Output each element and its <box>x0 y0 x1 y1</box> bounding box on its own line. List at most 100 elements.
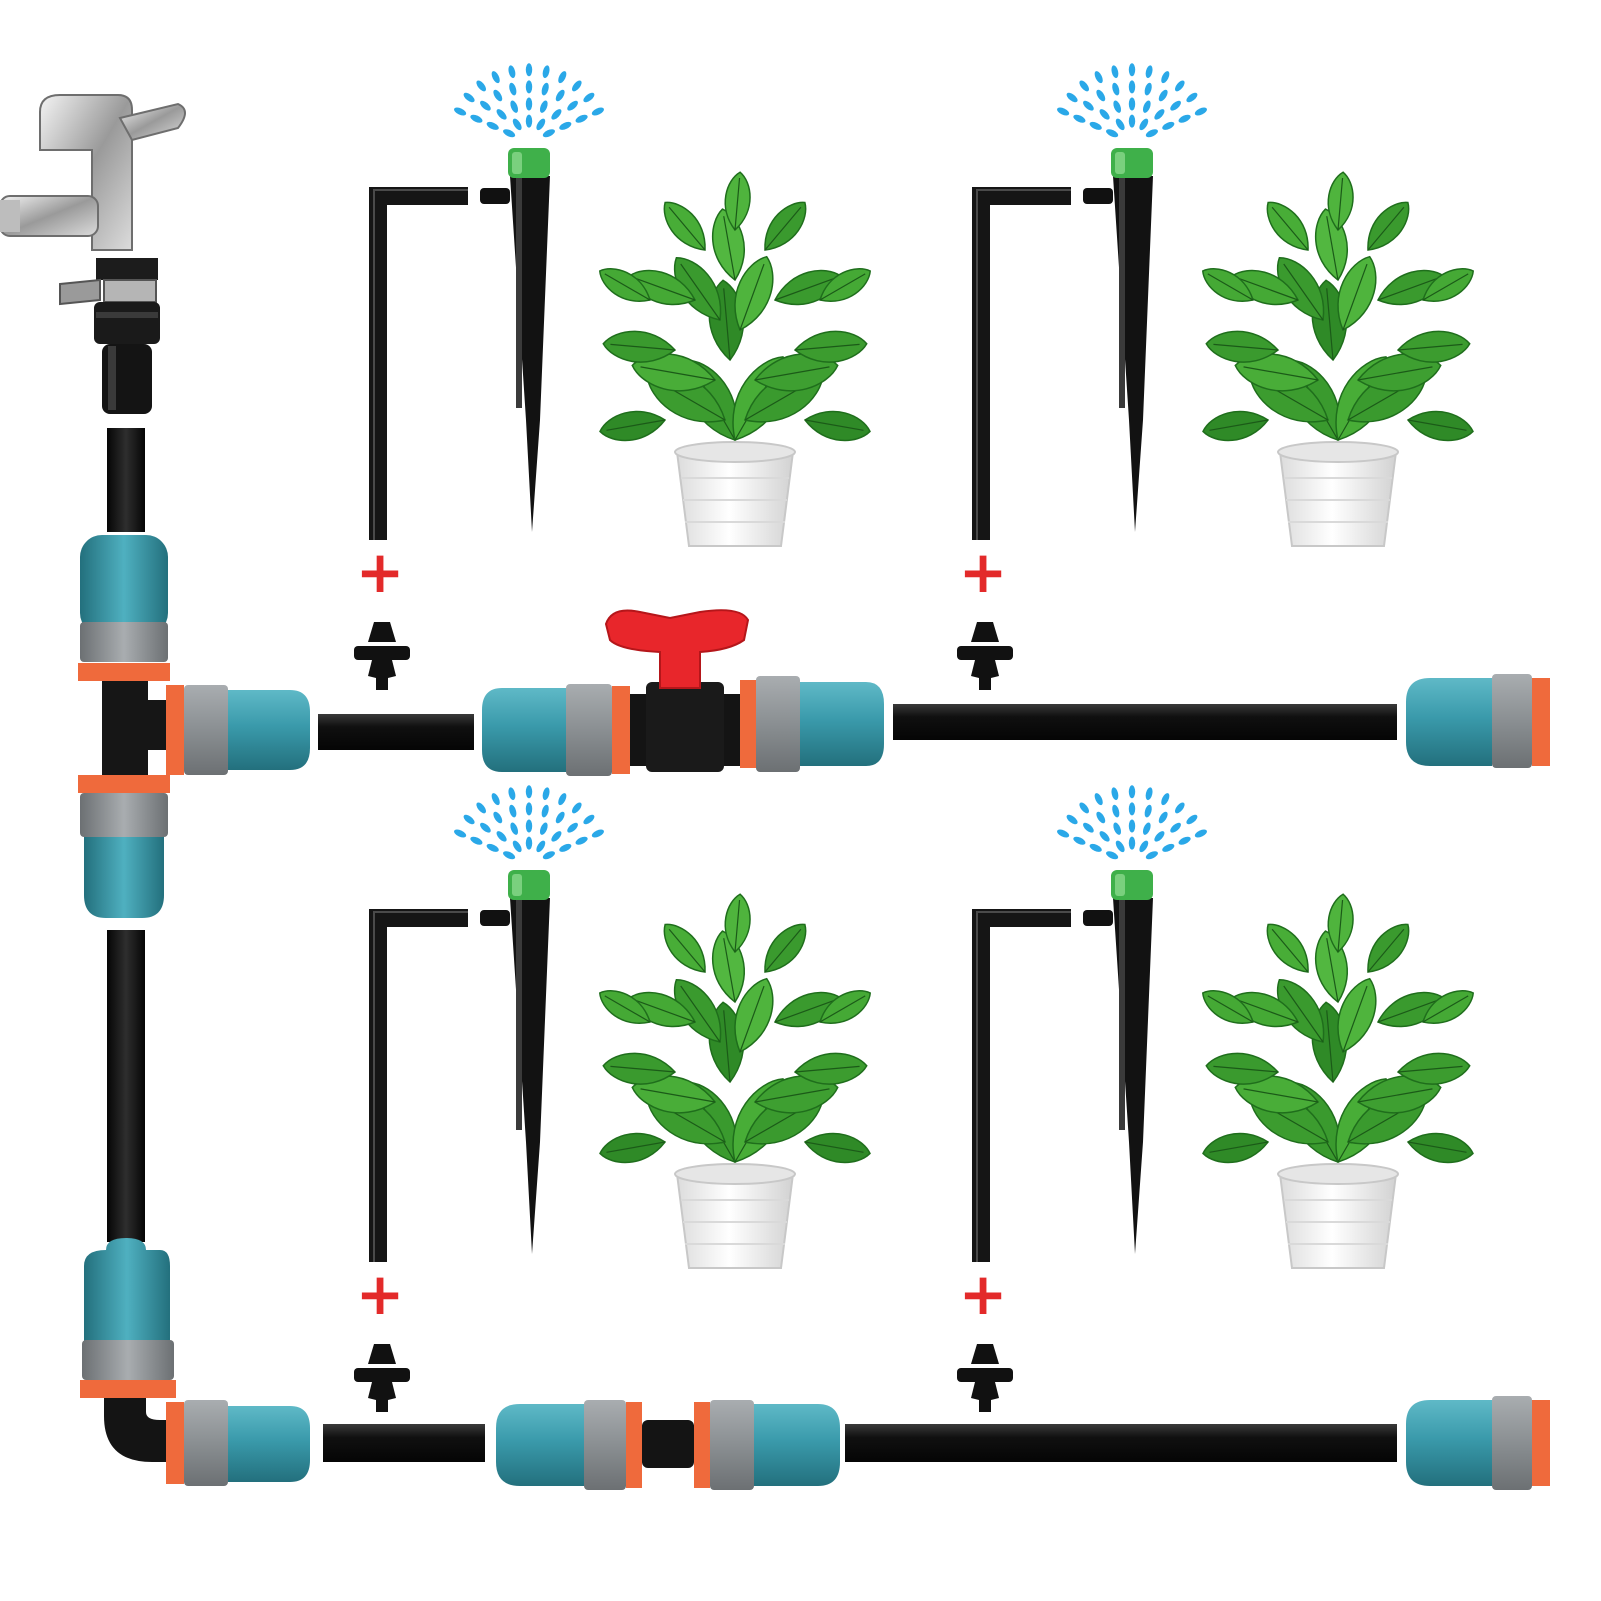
leaf-vein <box>1326 288 1334 361</box>
leaf-vein <box>1271 206 1309 251</box>
branch-pipe-upper-2 <box>893 704 1397 740</box>
sprinkler-head-highlight <box>512 152 522 174</box>
water-drop <box>1128 785 1136 799</box>
water-drop <box>575 836 588 845</box>
barbed-connector-icon <box>354 1344 410 1412</box>
sprinkler-stake-icon <box>1083 870 1153 1254</box>
water-drop <box>1178 114 1191 123</box>
water-drop <box>1112 804 1120 818</box>
barb-collar <box>354 1368 410 1382</box>
barb-bottom <box>971 660 999 690</box>
plus-icon: + <box>356 538 405 606</box>
water-drop <box>558 71 567 84</box>
leaf-vein <box>635 999 696 1023</box>
water-drop <box>536 118 546 131</box>
barbed-connector-icon <box>354 622 410 690</box>
potted-plant-icon <box>598 171 872 547</box>
leaf-vein <box>1367 928 1405 973</box>
coupling-nut <box>80 622 168 662</box>
leaf-vein <box>1238 277 1299 301</box>
micro-tubing <box>972 909 1071 1262</box>
leaf-vein <box>739 263 765 331</box>
pot-rim <box>1277 441 1399 463</box>
water-drop <box>1115 840 1125 853</box>
leaf-vein <box>1326 938 1339 1003</box>
water-drop <box>525 80 533 94</box>
water-drop <box>1112 82 1120 96</box>
water-drop <box>1094 793 1103 806</box>
water-drop <box>486 843 499 852</box>
water-drop <box>493 811 503 824</box>
stake-inlet <box>1083 188 1113 204</box>
water-drop <box>454 829 467 838</box>
water-drop <box>1139 840 1149 853</box>
water-drop <box>542 851 555 860</box>
leaf-vein <box>668 206 706 251</box>
stake-inlet <box>1083 910 1113 926</box>
water-drop <box>1128 63 1136 77</box>
water-drop <box>1066 814 1078 825</box>
coupling-nut <box>1492 674 1532 768</box>
water-drop <box>1073 836 1086 845</box>
coupling-ring <box>166 685 184 775</box>
water-drop <box>508 787 516 801</box>
elbow-connector-icon <box>80 1238 310 1486</box>
micro-tubing <box>369 187 468 540</box>
water-drop <box>491 71 500 84</box>
coupling-ring <box>626 1402 642 1488</box>
plus-icon: + <box>959 538 1008 606</box>
water-drop <box>1128 80 1136 94</box>
water-drop <box>1096 89 1106 102</box>
water-drop <box>575 114 588 123</box>
leaf-vein <box>754 1088 830 1103</box>
leaf-vein <box>604 273 651 301</box>
water-drop <box>1099 109 1110 120</box>
leaf-vein <box>794 343 860 351</box>
water-drop <box>591 107 604 116</box>
water-drop <box>454 107 467 116</box>
sprinkler-units: ++++ <box>354 63 1475 1412</box>
barb-collar <box>957 1368 1013 1382</box>
water-drop <box>539 100 548 113</box>
potted-plant-icon <box>598 893 872 1269</box>
valve-handle[interactable] <box>604 609 750 689</box>
water-drop <box>1128 819 1136 833</box>
water-drop <box>541 804 549 818</box>
water-drop <box>539 822 548 835</box>
leaf-vein <box>1357 1088 1433 1103</box>
pot-rim <box>674 1163 796 1185</box>
water-drop <box>463 92 475 103</box>
leaf-vein <box>1209 419 1269 431</box>
water-drop <box>525 785 533 799</box>
micro-tubing-highlight <box>373 911 468 1262</box>
water-drop <box>1142 100 1151 113</box>
leaf-vein <box>1377 277 1438 301</box>
water-drop <box>496 109 507 120</box>
leaf-vein <box>1213 343 1279 351</box>
coupling-body <box>228 1406 310 1482</box>
water-drop <box>463 814 475 825</box>
leaf-vein <box>734 899 741 953</box>
sprinkler-unit-3: + <box>354 785 872 1412</box>
water-drop <box>480 822 491 833</box>
water-drop <box>1128 114 1136 128</box>
water-drop <box>476 802 486 814</box>
water-drop <box>1161 71 1170 84</box>
water-drop <box>1128 836 1136 850</box>
leaf-vein <box>1271 928 1309 973</box>
water-drop <box>1145 787 1153 801</box>
water-drop <box>493 89 503 102</box>
sprinkler-stake-icon <box>480 148 550 532</box>
leaf-vein <box>819 995 866 1023</box>
leaf-vein <box>606 1141 666 1153</box>
micro-tubing-highlight <box>976 189 1071 540</box>
barb-collar <box>957 646 1013 660</box>
water-drop <box>491 793 500 806</box>
water-drop <box>1170 100 1181 111</box>
barb-bottom <box>368 660 396 690</box>
water-drop <box>503 851 516 860</box>
leaf-vein <box>1326 1010 1334 1083</box>
water-drop <box>525 802 533 816</box>
